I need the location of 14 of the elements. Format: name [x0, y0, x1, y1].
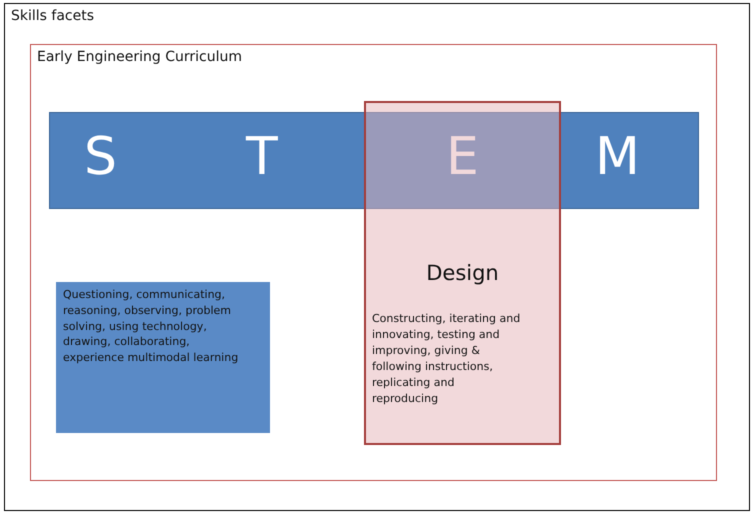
- skills-list: Constructing, iterating and innovating, testing and improving, giving & following instructions, replicating and reproducing: [372, 311, 522, 407]
- outer-frame: [4, 3, 750, 511]
- stem-letter: E: [446, 127, 479, 187]
- stem-letter: T: [246, 127, 278, 187]
- stem-letter: M: [595, 127, 640, 187]
- stem-letter: S: [84, 127, 118, 187]
- frame-title: Early Engineering Curriculum: [37, 49, 242, 65]
- frame-title: Skills facets: [11, 8, 94, 24]
- design-box: [364, 101, 561, 445]
- stem-bar: [49, 112, 699, 209]
- skills-box: [56, 282, 270, 433]
- box-heading: Design: [425, 261, 500, 285]
- curriculum-frame: [30, 44, 717, 481]
- skills-list: Questioning, communicating, reasoning, observing, problem solving, using technology, drawing, collaborating, experience multimodal learning: [63, 287, 243, 366]
